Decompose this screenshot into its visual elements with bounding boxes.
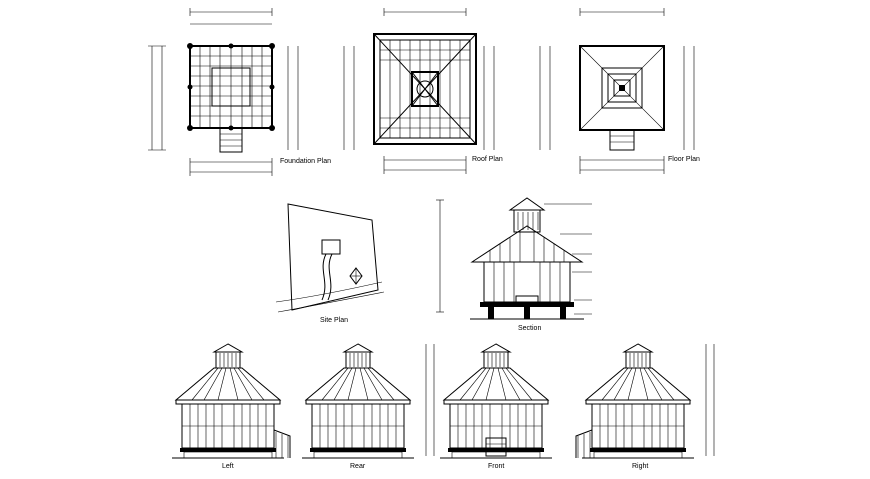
elev-rear-title: Rear [350,463,366,470]
elev-left-title: Left [222,463,234,470]
section-title: Section [518,325,541,332]
elevation-right: Right [575,343,715,470]
foundation-plan: Foundation Plan [148,8,331,176]
roof-plan: Roof Plan [343,8,503,174]
floor-plan-title: Floor Plan [668,156,700,163]
site-plan-title: Site Plan [320,317,348,324]
elevation-front: Front [425,343,553,470]
site-plan: Site Plan [275,203,385,324]
elevation-left: Left [171,343,291,470]
roof-plan-title: Roof Plan [472,156,503,163]
foundation-plan-title: Foundation Plan [280,158,331,165]
section: Section [436,197,592,332]
elev-right-title: Right [632,463,648,470]
floor-plan: Floor Plan [539,8,700,174]
elev-front-title: Front [488,463,504,470]
elevation-rear: Rear [301,343,415,470]
